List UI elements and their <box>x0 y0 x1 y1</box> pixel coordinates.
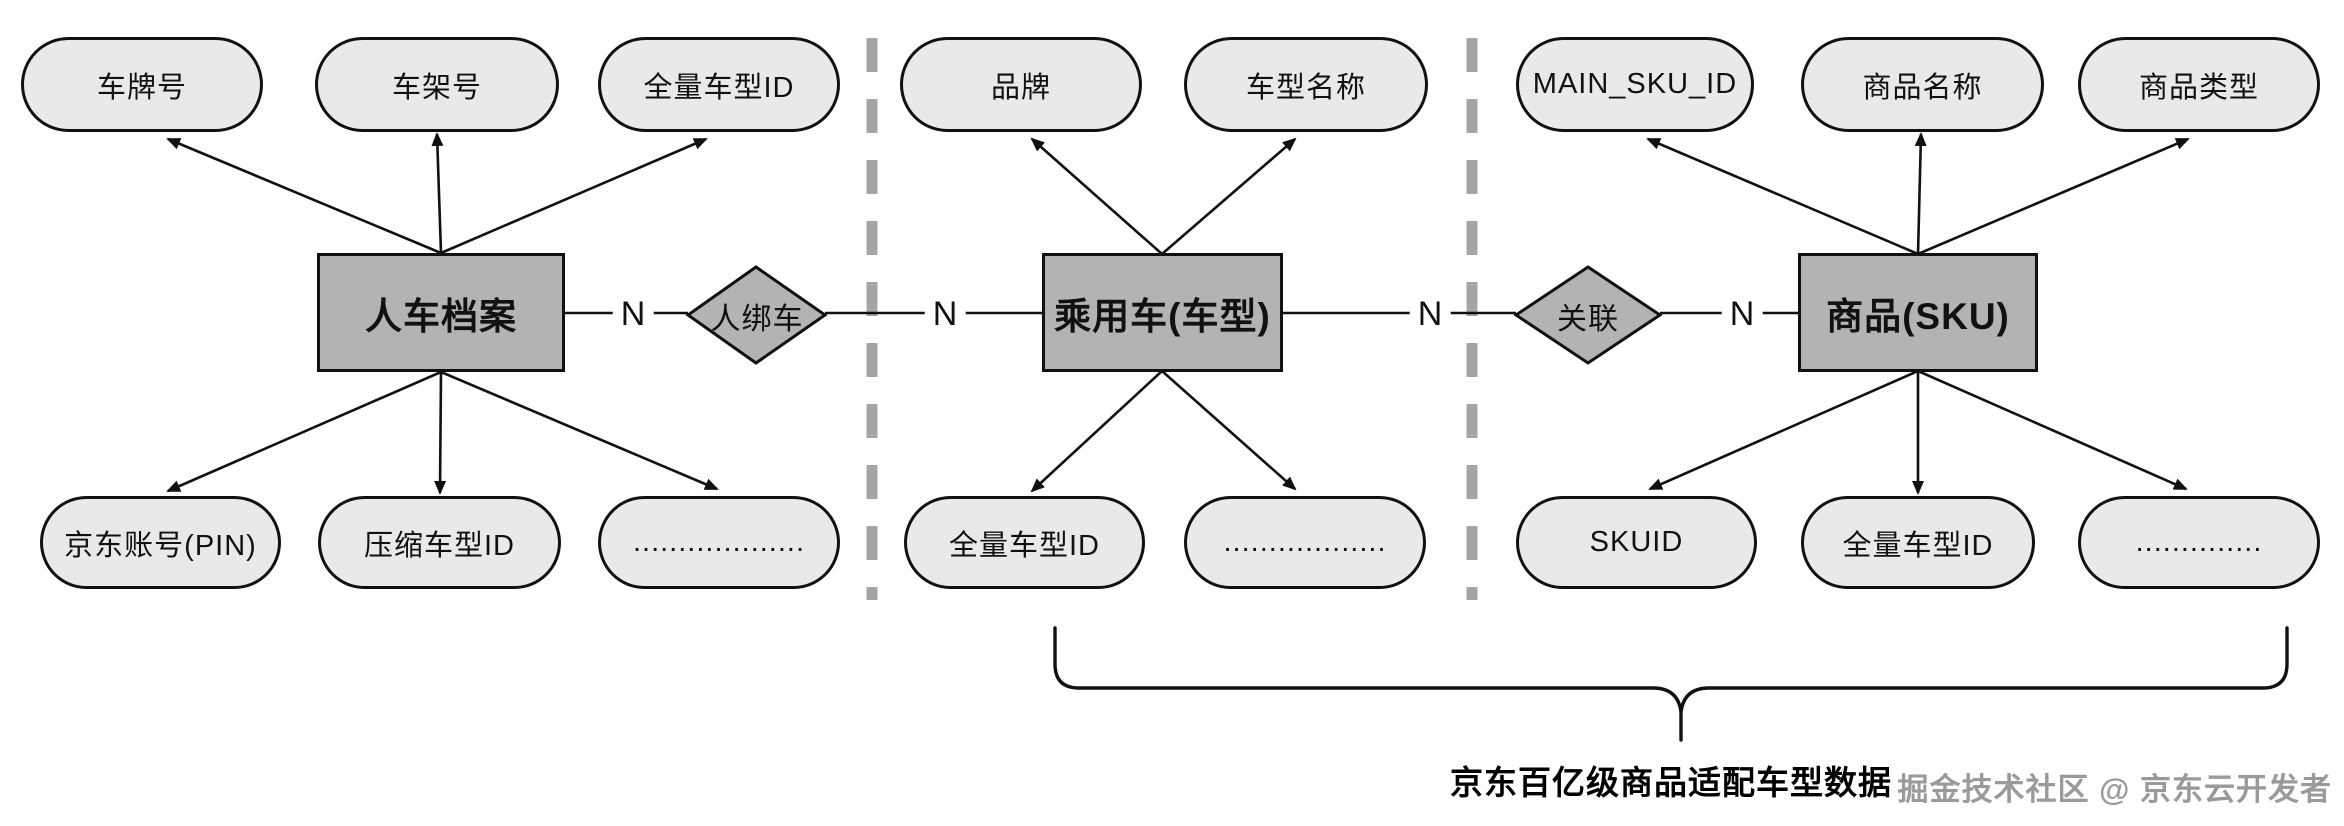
cardinality-label: N <box>1721 295 1763 333</box>
attribute-ellipsis: .................. <box>1184 496 1426 589</box>
relationship-diamond-association <box>1513 265 1663 365</box>
relationship-label-person-binds-car: 人绑车 <box>711 294 804 338</box>
watermark-text: 掘金技术社区 @ 京东云开发者 <box>1897 772 2332 807</box>
cardinality-n: N <box>1417 295 1443 333</box>
cardinality-label: N <box>924 295 966 333</box>
entity-person-car-archive: 人车档案 <box>317 253 565 372</box>
entity-label: 人车档案 <box>365 295 517 337</box>
attribute-jd-account-pin: 京东账号(PIN) <box>40 496 281 589</box>
attribute-full-model-id: 全量车型ID <box>904 496 1145 589</box>
attribute-label: 压缩车型ID <box>363 529 515 562</box>
relationship-diamond-person-binds-car <box>685 265 828 365</box>
brace <box>1053 626 2289 742</box>
attribute-frame-number: 车架号 <box>315 37 559 132</box>
attribute-label: ................... <box>632 526 806 558</box>
relationship-label: 关联 <box>1557 303 1619 336</box>
entity-passenger-car-model: 乘用车(车型) <box>1042 253 1283 372</box>
cardinality-n: N <box>932 295 958 333</box>
attribute-label: 全量车型ID <box>643 71 795 104</box>
attribute-label: 品牌 <box>990 71 1051 104</box>
cardinality-n: N <box>620 295 646 333</box>
attribute-label: 全量车型ID <box>1842 529 1994 562</box>
attribute-brand: 品牌 <box>900 37 1142 132</box>
attribute-plate-number: 车牌号 <box>21 37 263 132</box>
brace-caption: 京东百亿级商品适配车型数据 <box>1450 756 1892 804</box>
attribute-label: .................. <box>1223 526 1387 558</box>
attribute-full-model-id: 全量车型ID <box>598 37 840 132</box>
attribute-product-name: 商品名称 <box>1801 37 2044 132</box>
attribute-label: 车牌号 <box>96 71 187 104</box>
entity-label: 乘用车(车型) <box>1054 295 1271 337</box>
caption-text: 京东百亿级商品适配车型数据 <box>1450 764 1892 801</box>
relationship-label: 人绑车 <box>710 303 804 336</box>
attribute-skuid: SKUID <box>1516 496 1757 589</box>
cardinality-label: N <box>1409 295 1451 333</box>
attribute-label: SKUID <box>1589 526 1684 558</box>
relationship-label-association: 关联 <box>1557 294 1619 338</box>
cardinality-n: N <box>1729 295 1755 333</box>
attribute-label: 京东账号(PIN) <box>64 529 257 562</box>
attribute-ellipsis: .............. <box>2078 496 2320 589</box>
watermark: 掘金技术社区 @ 京东云开发者 <box>1898 764 2332 809</box>
attribute-label: 商品名称 <box>1862 71 1983 104</box>
attribute-compressed-model-id: 压缩车型ID <box>318 496 561 589</box>
attribute-label: 车型名称 <box>1245 71 1366 104</box>
attribute-arrows <box>166 132 2190 495</box>
attribute-label: 车架号 <box>391 71 482 104</box>
attribute-ellipsis: ................... <box>598 496 840 589</box>
attribute-label: MAIN_SKU_ID <box>1532 68 1738 100</box>
cardinality-label: N <box>612 295 654 333</box>
attribute-product-type: 商品类型 <box>2078 37 2320 132</box>
attribute-main-sku-id: MAIN_SKU_ID <box>1516 37 1754 132</box>
attribute-model-name: 车型名称 <box>1184 37 1428 132</box>
attribute-full-model-id: 全量车型ID <box>1801 496 2035 589</box>
entity-label: 商品(SKU) <box>1826 295 2010 337</box>
attribute-label: 全量车型ID <box>948 529 1100 562</box>
attribute-label: 商品类型 <box>2138 71 2259 104</box>
attribute-label: .............. <box>2135 526 2263 558</box>
entity-product-sku: 商品(SKU) <box>1798 253 2038 372</box>
